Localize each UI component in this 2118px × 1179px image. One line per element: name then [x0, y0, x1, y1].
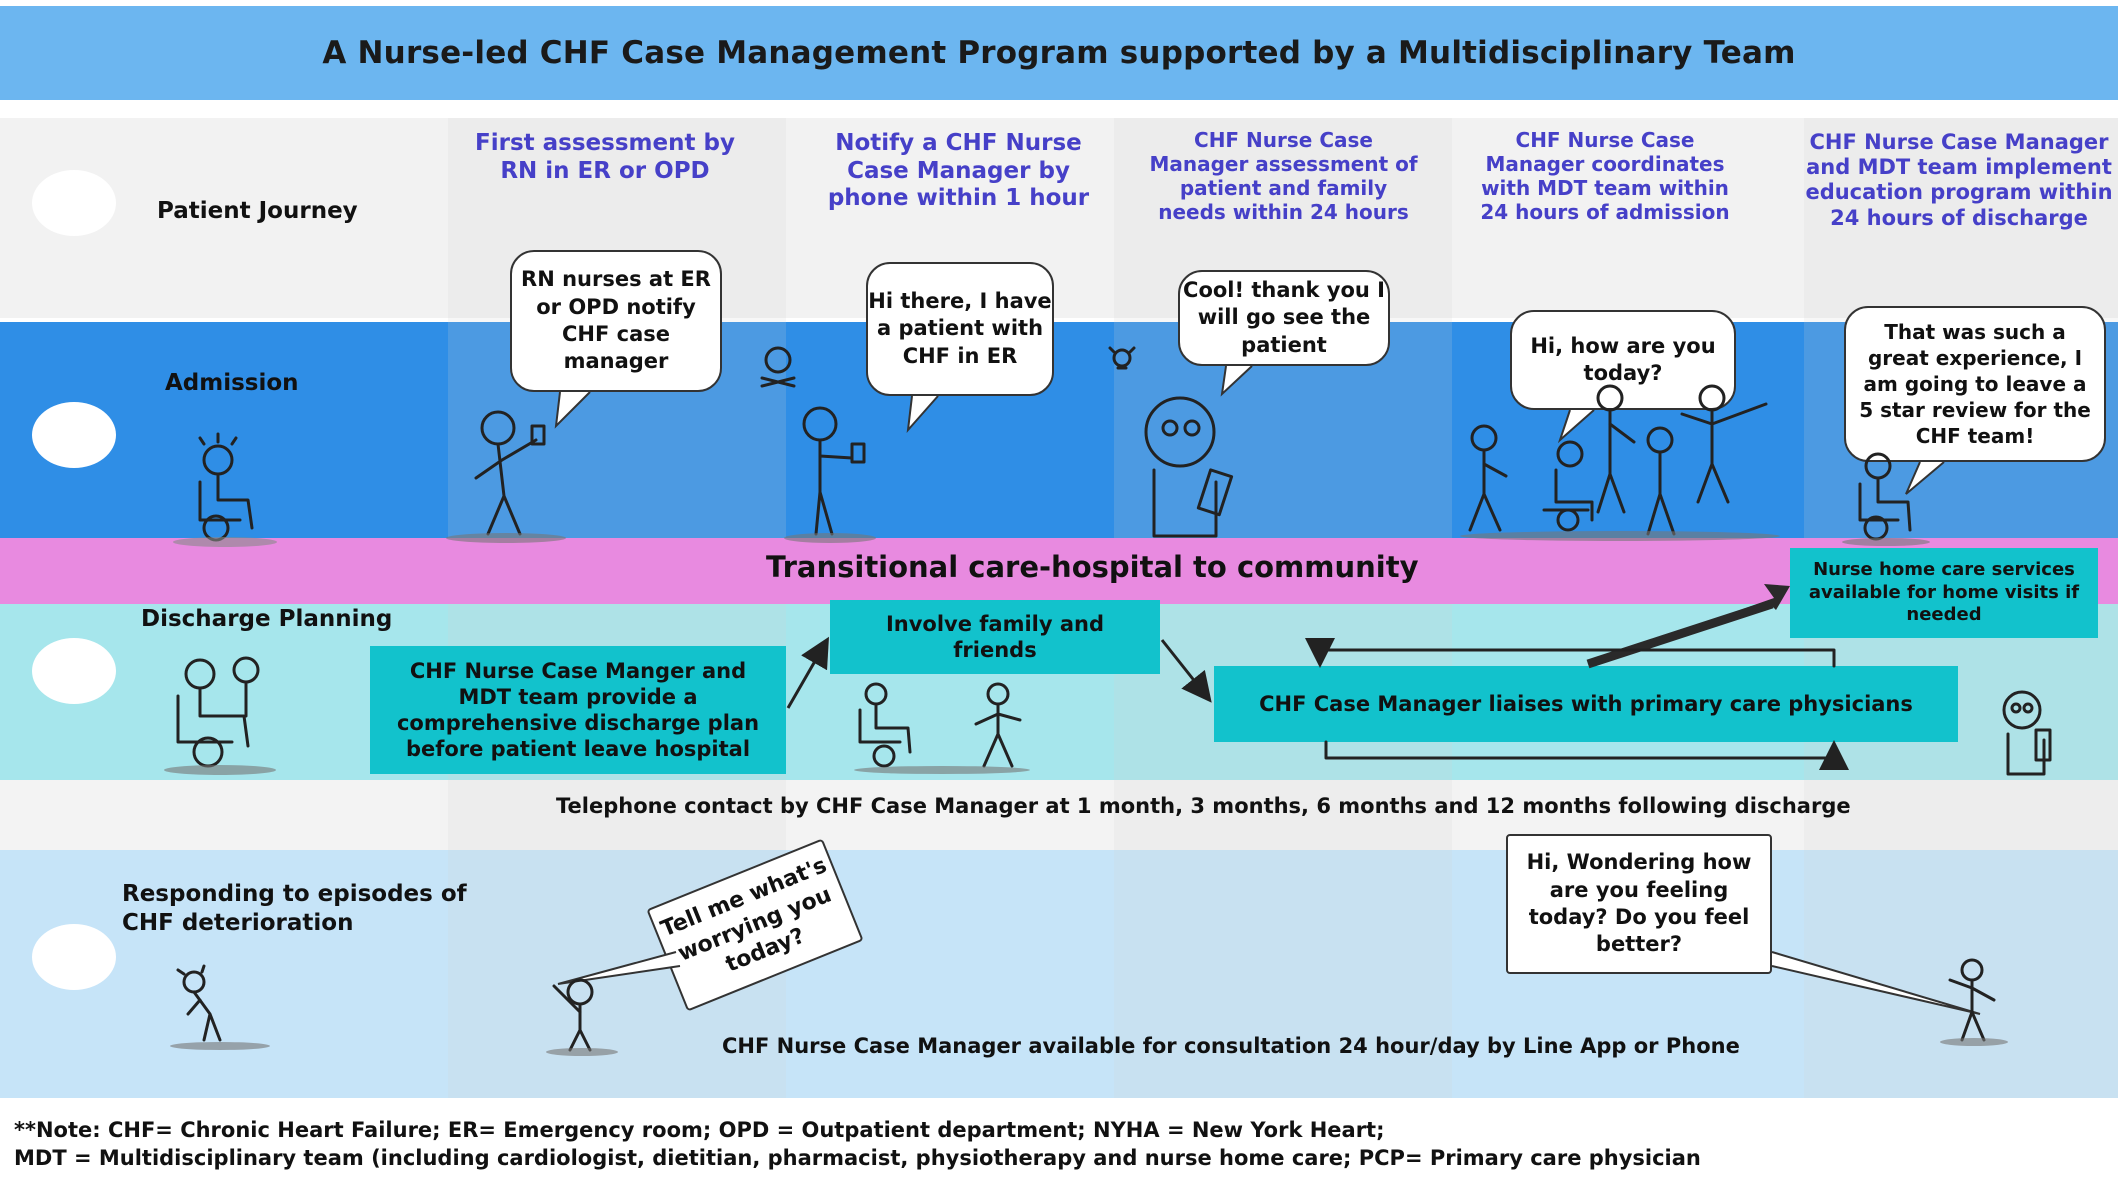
patient-phone-figure-icon: [1940, 958, 2008, 1046]
bubble-tail-hi: [906, 395, 939, 434]
column-heading-1: First assessment by RN in ER or OPD: [475, 130, 735, 184]
telephone-contact-text: Telephone contact by CHF Case Manager at…: [556, 794, 1851, 818]
arrow-shaft-home-care: [1586, 599, 1774, 669]
column-heading-4: CHF Nurse Case Manager coordinates with …: [1480, 128, 1730, 224]
row-label-patient-journey: Patient Journey: [157, 198, 358, 224]
bubble-tail-great: [1905, 461, 1945, 495]
mdt-team-figures-icon: [1460, 384, 1780, 541]
row-marker-journey: [32, 170, 116, 236]
patient-wheelchair-icon: [173, 432, 277, 547]
distressed-patient-figure-icon: [170, 964, 270, 1050]
column-heading-2: Notify a CHF Nurse Case Manager by phone…: [827, 130, 1090, 212]
row-marker-admission: [32, 402, 116, 468]
speech-bubble-how-are-you: Hi, how are you today?: [1510, 310, 1736, 410]
page-title: A Nurse-led CHF Case Management Program …: [0, 6, 2118, 100]
happy-patient-wheelchair-icon: [1842, 452, 1930, 546]
bubble-tail-how: [1557, 409, 1595, 444]
speech-bubble-great-experience: That was such a great experience, I am g…: [1844, 306, 2106, 462]
row-marker-discharge: [32, 638, 116, 704]
box-home-care: Nurse home care services available for h…: [1790, 548, 2098, 638]
speech-bubble-cool-thank: Cool! thank you I will go see the patien…: [1178, 270, 1390, 366]
family-friends-figures-icon: [854, 682, 1030, 774]
patient-with-companion-wheelchair-icon: [164, 656, 276, 775]
row-label-admission: Admission: [165, 370, 299, 396]
arrow-to-family: [786, 636, 829, 709]
footnote-line-2: MDT = Multidisciplinary team (including …: [14, 1146, 1701, 1170]
bubble-tail-wondering: [1771, 951, 1981, 1015]
box-discharge-plan: CHF Nurse Case Manger and MDT team provi…: [370, 646, 786, 774]
consultation-text: CHF Nurse Case Manager available for con…: [722, 1034, 1740, 1058]
bubble-tail-tell: [557, 951, 681, 985]
row-label-responding: Responding to episodes of CHF deteriorat…: [122, 881, 467, 936]
row-label-discharge-planning: Discharge Planning: [141, 606, 393, 632]
speech-bubble-wondering: Hi, Wondering how are you feeling today?…: [1506, 834, 1772, 974]
row-band-patient-journey: [0, 118, 2118, 318]
bubble-tail-cool: [1220, 365, 1253, 397]
case-manager-figure-icon: [1144, 396, 1234, 538]
speech-bubble-rn-notify: RN nurses at ER or OPD notify CHF case m…: [510, 250, 722, 392]
column-heading-3: CHF Nurse Case Manager assessment of pat…: [1149, 128, 1418, 224]
column-heading-5: CHF Nurse Case Manager and MDT team impl…: [1805, 130, 2113, 230]
box-involve-family: Involve family and friends: [830, 600, 1160, 674]
speech-bubble-hi-there: Hi there, I have a patient with CHF in E…: [866, 262, 1054, 396]
er-nurse-phone-figure-icon: [784, 406, 876, 543]
bubble-tail-rn: [554, 391, 591, 429]
box-liaises: CHF Case Manager liaises with primary ca…: [1214, 666, 1958, 742]
arrow-to-liaises: [1160, 639, 1212, 703]
loop-arrow-bottom: [1324, 740, 1849, 770]
lightbulb-icon: [1108, 346, 1136, 370]
rn-nurse-figure-icon: [446, 410, 566, 543]
row-band-admission: [0, 322, 2118, 538]
transition-label: Transitional care-hospital to community: [766, 550, 1419, 584]
skull-icon: [760, 346, 796, 388]
row-marker-responding: [32, 924, 116, 990]
loop-arrow-top: [1305, 638, 1836, 668]
pcp-figure-icon: [2002, 690, 2052, 776]
footnote-line-1: **Note: CHF= Chronic Heart Failure; ER= …: [14, 1118, 1385, 1142]
nurse-consult-figure-icon: [546, 978, 618, 1056]
row-band-transition: [0, 538, 2118, 604]
